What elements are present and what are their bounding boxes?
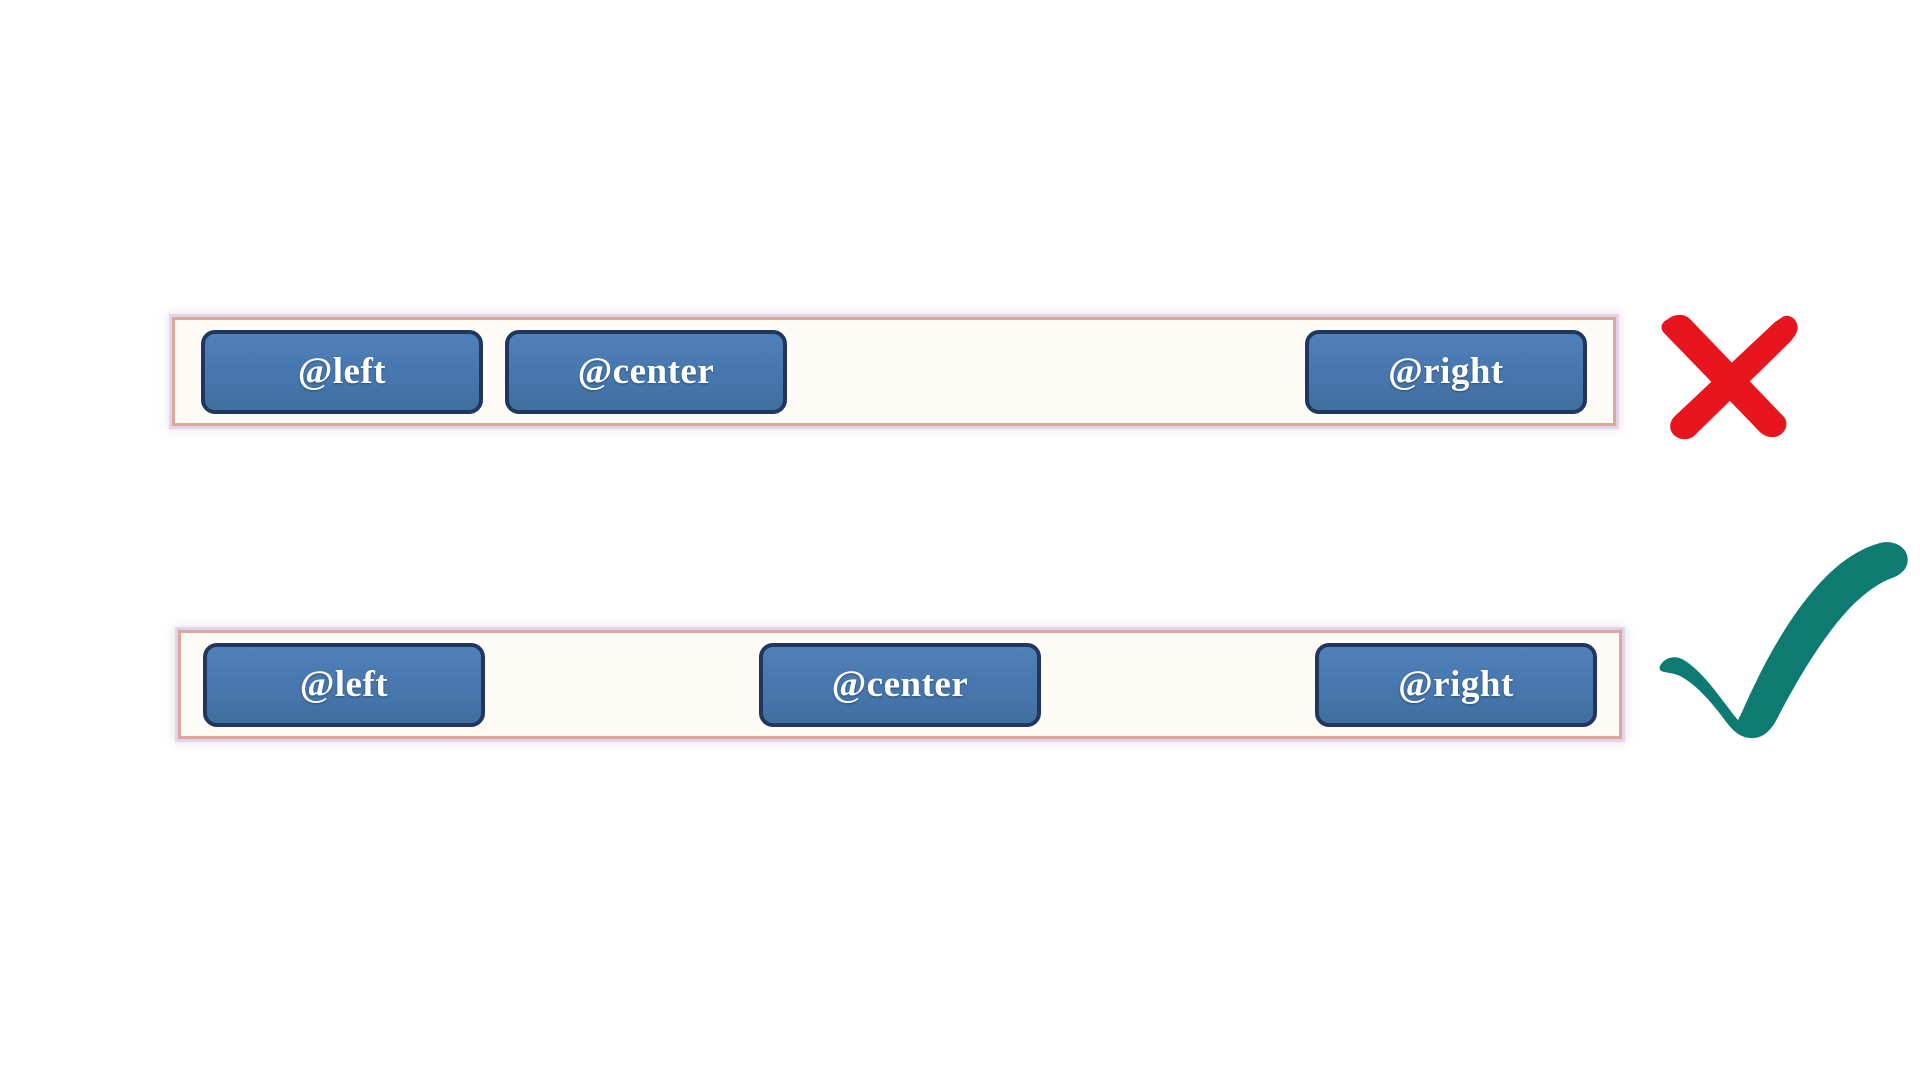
toolbar-slot-right: @right [1132,642,1598,727]
toolbar-incorrect: @left @center @right [172,317,1616,426]
button-left-incorrect[interactable]: @left [201,329,483,414]
toolbar-correct: @left @center @right [178,630,1622,739]
toolbar-slot-left: @left [203,642,668,727]
button-group-left: @left @center [201,329,787,414]
toolbar-slot-center: @center [668,642,1133,727]
button-right-correct[interactable]: @right [1315,642,1598,727]
button-center-correct[interactable]: @center [759,642,1041,727]
cross-icon [1650,305,1800,440]
button-left-correct[interactable]: @left [203,642,485,727]
button-right-incorrect[interactable]: @right [1305,329,1587,414]
button-center-incorrect[interactable]: @center [505,329,787,414]
check-icon [1650,540,1915,740]
